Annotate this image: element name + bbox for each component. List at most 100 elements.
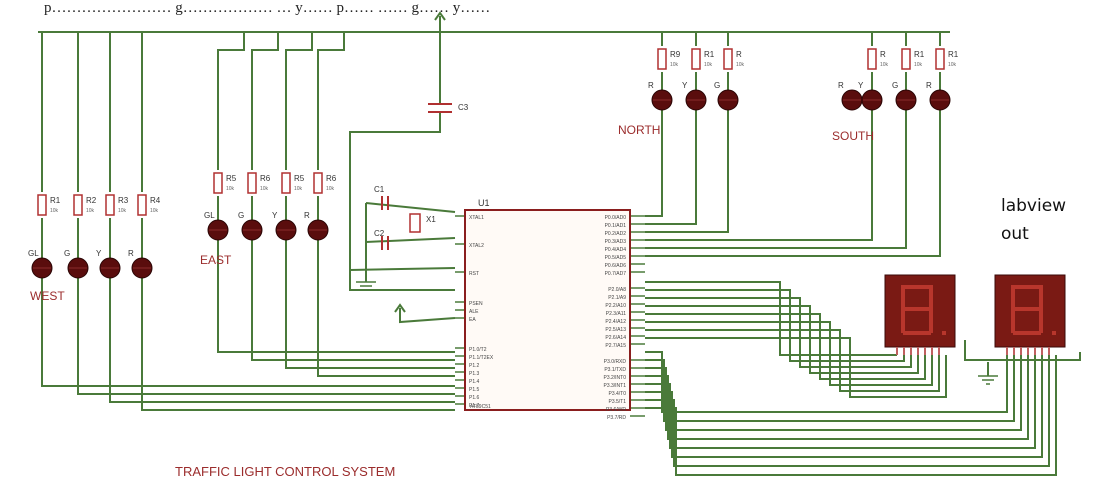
- p2-to-display-left-0: [645, 281, 897, 356]
- chip-pin-label: RST: [469, 271, 479, 277]
- south-label: SOUTH: [832, 129, 874, 143]
- seven-segment-left-segment: [901, 285, 905, 309]
- vcc-arrow: [434, 11, 446, 21]
- seven-segment-left-segment: [929, 309, 933, 333]
- resistor-east-1-label: R6: [260, 174, 271, 183]
- p2-to-display-left-7: [645, 337, 947, 398]
- p3-to-display-right-0: [645, 351, 1008, 413]
- lamp-east-1-label: G: [238, 211, 244, 220]
- components: [31, 48, 1066, 411]
- lamp-west-0-label: GL: [28, 249, 39, 258]
- west-return-3: [141, 278, 455, 411]
- chip-pin-label: P1.7: [469, 403, 480, 409]
- east-feed-0: [217, 32, 245, 170]
- lamp-west-1-label: G: [64, 249, 70, 258]
- east-feed-3: [317, 32, 345, 170]
- resistor-east-2-value: 10k: [294, 186, 303, 192]
- chip-pin-label: P1.4: [469, 379, 480, 385]
- lamp-south-2-label: G: [892, 81, 898, 90]
- chip-pin-label: P1.2: [469, 363, 480, 369]
- ground-symbol: [356, 281, 376, 291]
- chip-pin-label: P3.1/TXD: [604, 367, 626, 373]
- east-return-0: [217, 240, 455, 353]
- resistor-east-0: [213, 172, 223, 194]
- chip-pin-label: P1.6: [469, 395, 480, 401]
- east-feed-1: [251, 32, 279, 170]
- lamp-south-3-label: R: [926, 81, 932, 90]
- resistor-north-0: [657, 48, 667, 70]
- p2-to-display-left-5: [645, 321, 933, 386]
- chip-pin-label: P1.5: [469, 387, 480, 393]
- lamp-east-3-label: R: [304, 211, 310, 220]
- caption-line: p…………………… g……………… … y…… p…… …… g…… y……: [44, 0, 491, 16]
- resistor-east-3-label: R6: [326, 174, 337, 183]
- p3-to-display-right-3: [645, 355, 1029, 440]
- north-return-2: [645, 110, 729, 233]
- resistor-west-1: [73, 194, 83, 216]
- chip-pin-label: P2.1/A9: [608, 295, 626, 301]
- seven-segment-right-segment: [1011, 285, 1015, 309]
- chip-pin-label: P0.6/AD6: [605, 263, 627, 269]
- resistor-north-1-label: R1: [704, 50, 715, 59]
- resistor-east-0-value: 10k: [226, 186, 235, 192]
- labels: R110kGLR210kGR310kYR410kRWESTR510kGLR610…: [28, 50, 959, 479]
- labview-out-label: out: [1001, 224, 1029, 244]
- lamp-south-0-label: R: [838, 81, 844, 90]
- resistor-north-0-label: R9: [670, 50, 681, 59]
- resistor-west-2: [105, 194, 115, 216]
- resistor-south-2-label: R1: [948, 50, 959, 59]
- seven-segment-left-segment: [903, 331, 931, 335]
- chip-pin-label: P1.3: [469, 371, 480, 377]
- east-label: EAST: [200, 253, 232, 267]
- north-return-0: [645, 110, 663, 217]
- chip-pin-label: P3.6/WR: [606, 407, 626, 413]
- chip-pin-label: PSEN: [469, 301, 483, 307]
- chip-pin-label: P3.0/RXD: [604, 359, 627, 365]
- chip-pin-label: P3.4/T0: [608, 391, 626, 397]
- seven-segment-right-dp: [1052, 331, 1056, 335]
- resistor-north-2-value: 10k: [736, 62, 745, 68]
- resistor-south-1: [901, 48, 911, 70]
- resistor-east-1: [247, 172, 257, 194]
- resistor-east-3-value: 10k: [326, 186, 335, 192]
- chip-part: AT89C51: [470, 404, 491, 410]
- display-ground: [978, 375, 998, 385]
- p2-to-display-left-3: [645, 305, 919, 374]
- chip-pin-label: P0.0/AD0: [605, 215, 627, 221]
- schematic-title: TRAFFIC LIGHT CONTROL SYSTEM: [175, 464, 395, 479]
- seven-segment-right-segment: [1039, 285, 1043, 309]
- resistor-south-1-label: R1: [914, 50, 925, 59]
- lamp-south-1-label: Y: [858, 81, 864, 90]
- xtal1-wire: [365, 202, 456, 213]
- north-label: NORTH: [618, 123, 660, 137]
- p3-to-display-right-4: [645, 355, 1036, 449]
- chip-pin-label: P2.0/A8: [608, 287, 626, 293]
- p3-to-display-right-2: [645, 355, 1022, 431]
- resistor-south-0-value: 10k: [880, 62, 889, 68]
- south-return-0: [645, 110, 873, 241]
- resistor-west-0-label: R1: [50, 196, 61, 205]
- seven-segment-left-segment: [901, 309, 905, 333]
- resistor-west-1-label: R2: [86, 196, 97, 205]
- resistor-south-0: [867, 48, 877, 70]
- lamp-east-2-label: Y: [272, 211, 278, 220]
- ea-arrow: [394, 303, 406, 313]
- seven-segment-right-segment: [1011, 309, 1015, 333]
- chip-pin-label: P3.3/INT1: [603, 383, 626, 389]
- chip-pin-label: ALE: [469, 309, 479, 315]
- resistor-east-2: [281, 172, 291, 194]
- p3-to-display-right-1: [645, 355, 1015, 422]
- crystal: [409, 213, 421, 233]
- west-return-0: [41, 278, 455, 387]
- south-return-1: [645, 110, 907, 249]
- east-return-1: [251, 240, 455, 361]
- resistor-west-1-value: 10k: [86, 208, 95, 214]
- p3-to-display-right-7: [645, 355, 1057, 476]
- chip-pin-label: P0.3/AD3: [605, 239, 627, 245]
- p2-to-display-left-1: [645, 289, 905, 362]
- lamp-east-0-label: GL: [204, 211, 215, 220]
- seven-segment-right-segment: [1013, 307, 1041, 311]
- seven-segment-left-dp: [942, 331, 946, 335]
- labview-label: labview: [1001, 196, 1067, 216]
- chip-pin-label: P3.7/RD: [607, 415, 626, 421]
